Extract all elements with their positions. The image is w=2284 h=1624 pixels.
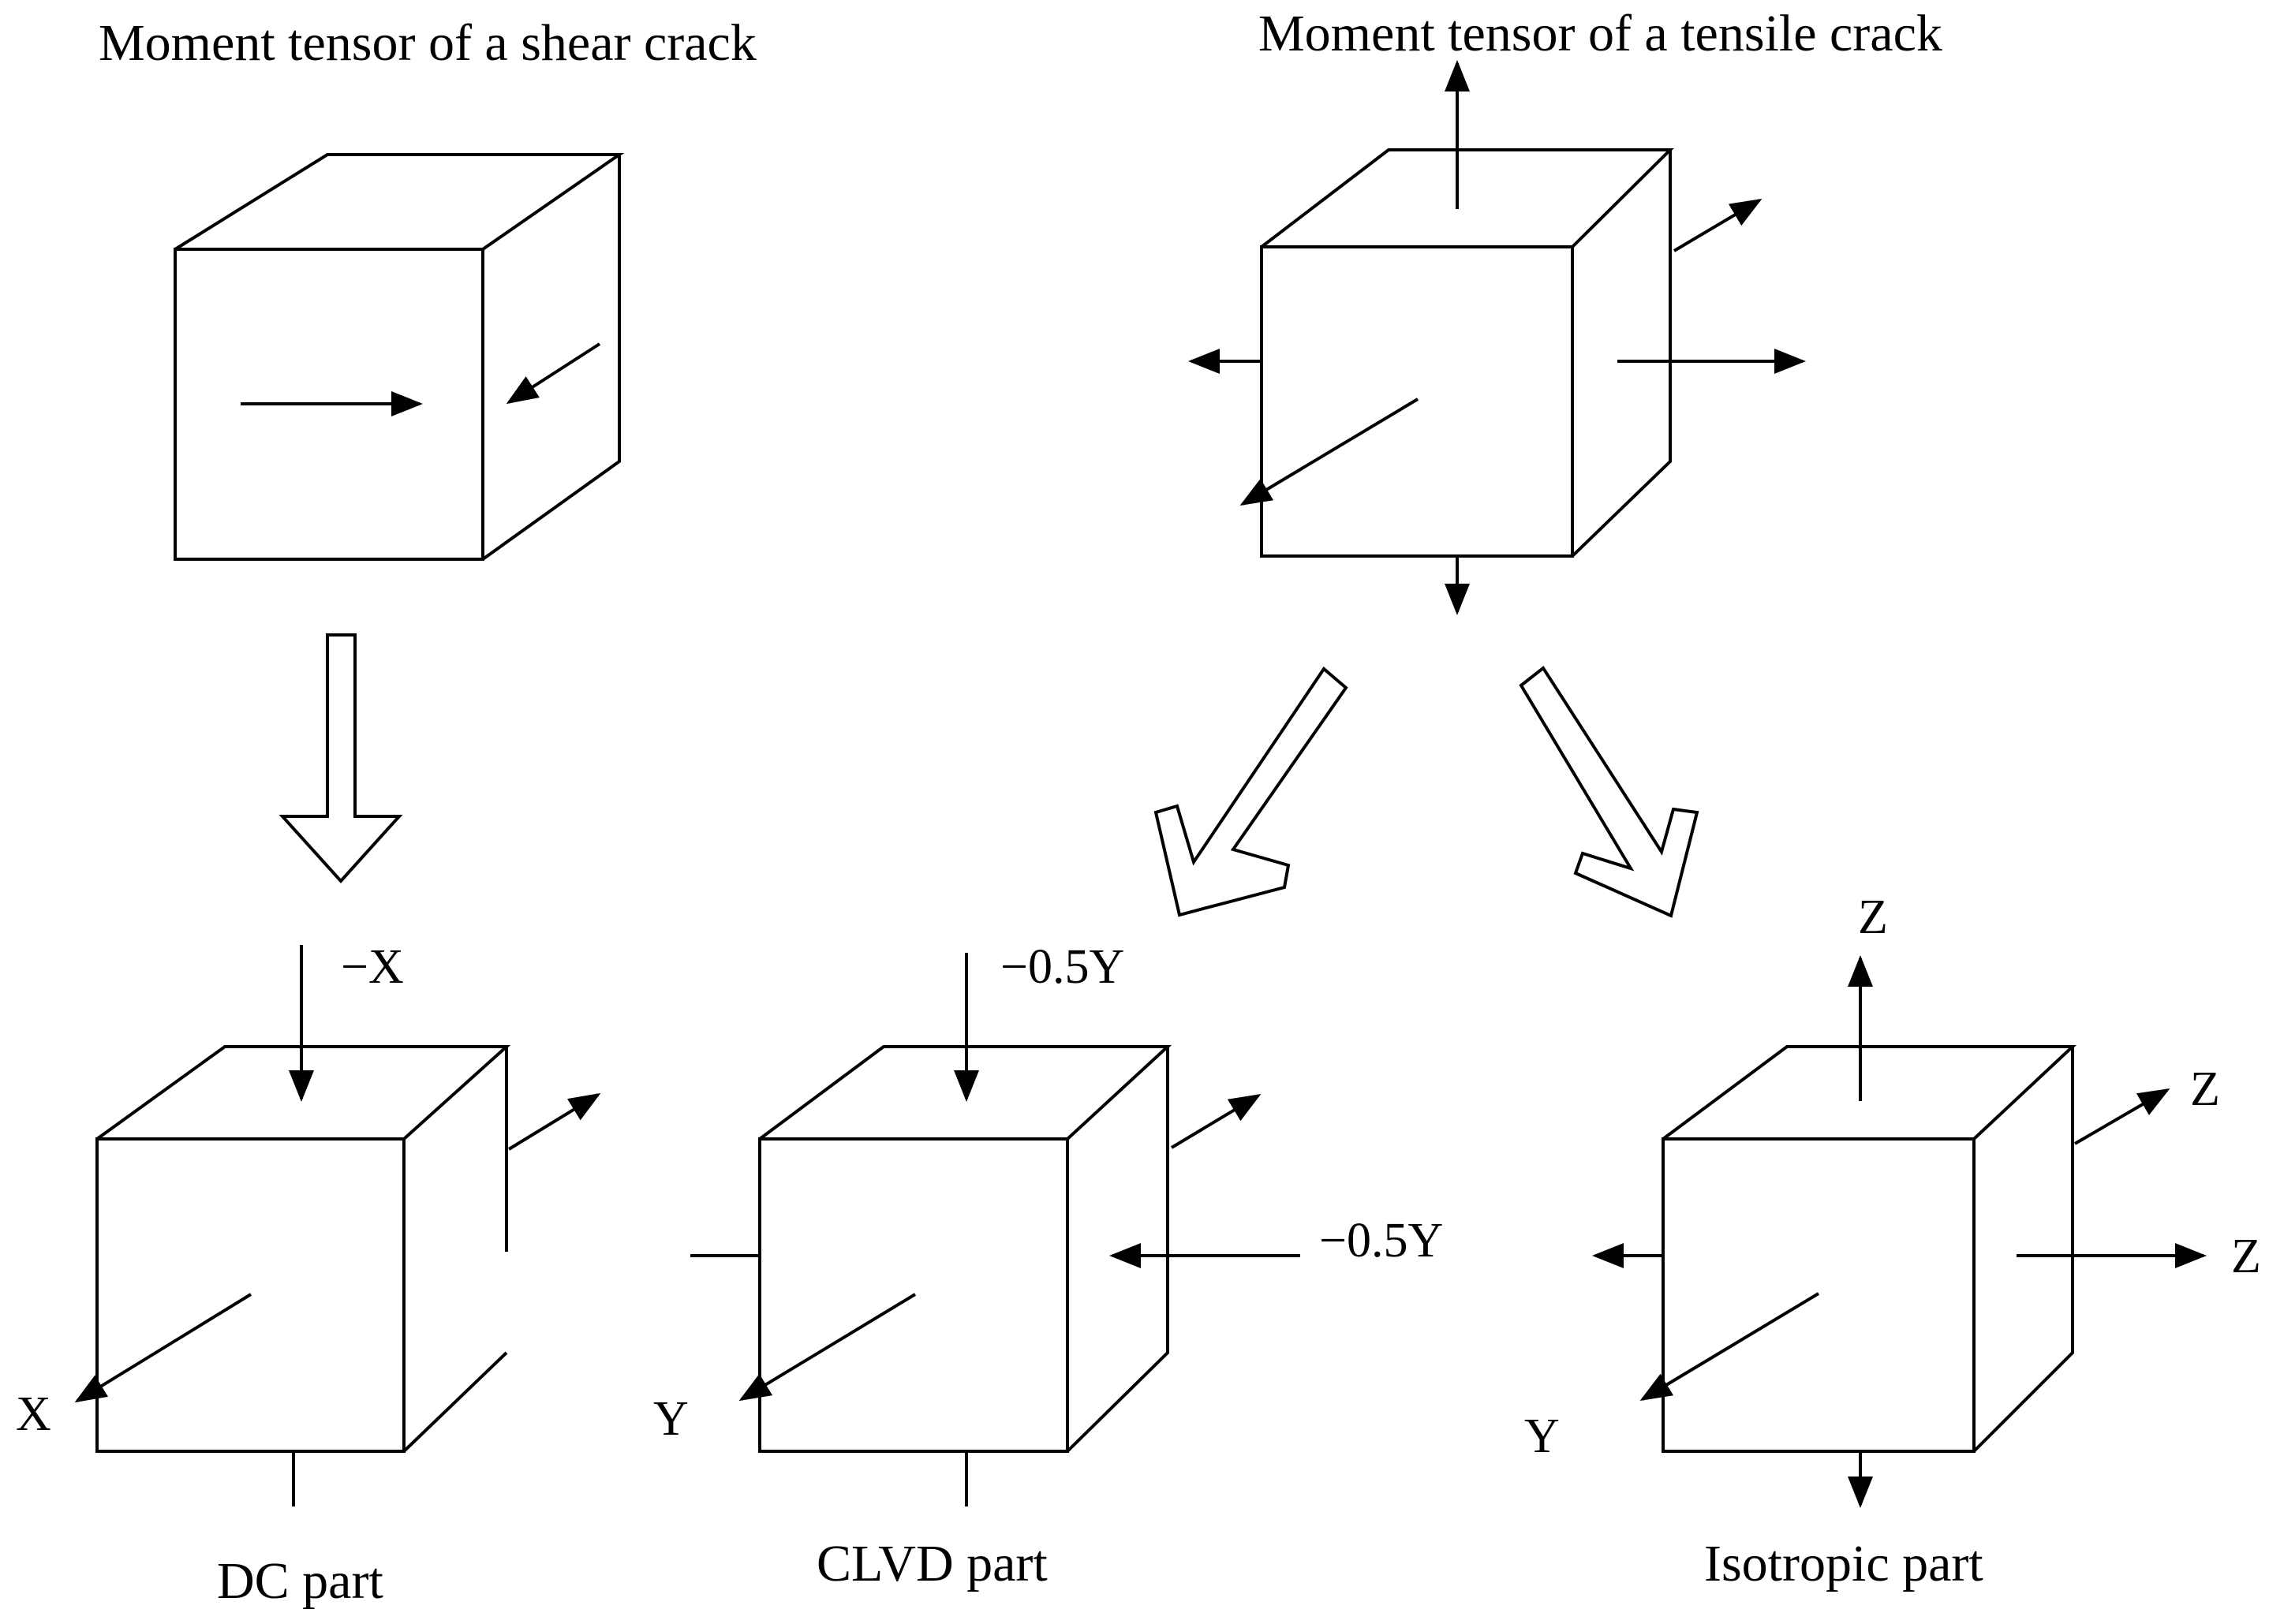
isotropic-part-cube [1592,955,2207,1508]
clvd-arrow-front [738,1293,917,1402]
shear-arrow-side [506,342,601,405]
dc-part-cube [74,945,601,1506]
tensile-crack-title: Moment tensor of a tensile crack [1258,5,1942,62]
tensile-arrow-back [1673,198,1763,252]
clvd-arrow-back [1170,1093,1262,1149]
tensile-arrow-front [1239,398,1419,506]
iso-arrow-front [1639,1292,1820,1402]
hollow-arrow-tensile-to-clvd [1153,666,1348,917]
clvd-label-front: Y [653,1392,689,1446]
clvd-label-right: −0.5Y [1319,1214,1444,1267]
shear-crack-cube [174,153,625,561]
hollow-arrow-shear-to-dc [278,633,403,883]
iso-arrow-back [2073,1088,2170,1145]
dc-label-front: X [16,1387,51,1441]
isotropic-part-label: Isotropic part [1704,1535,1983,1592]
iso-label-right: Z [2231,1230,2261,1283]
clvd-part-cube [690,953,1300,1506]
iso-label-front: Y [1524,1409,1560,1463]
hollow-arrow-tensile-to-iso [1519,666,1699,918]
clvd-label-top: −0.5Y [1000,940,1125,994]
tensile-crack-cube [1188,60,1806,615]
dc-part-label: DC part [217,1552,383,1610]
dc-arrow-back [507,1092,601,1151]
shear-crack-title: Moment tensor of a shear crack [99,14,757,72]
iso-label-back: Z [2190,1062,2220,1116]
dc-label-top: −X [341,940,404,994]
clvd-part-label: CLVD part [817,1535,1048,1592]
dc-arrow-front [74,1293,252,1403]
iso-label-top: Z [1858,890,1888,944]
